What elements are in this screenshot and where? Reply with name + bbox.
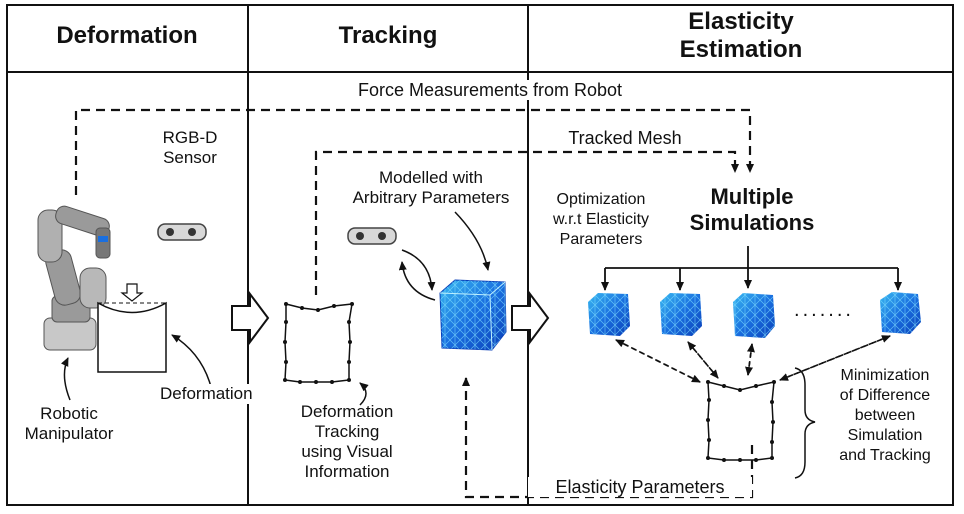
- target-mesh-vertices: [706, 380, 776, 462]
- rgbd-sensor-label: RGB-D Sensor: [150, 128, 230, 168]
- multiple-line1: Multiple: [710, 184, 794, 209]
- modelled-line1: Modelled with: [379, 168, 483, 187]
- header-deformation: Deformation: [56, 22, 198, 49]
- elasticity-parameters-label: Elasticity Parameters: [528, 477, 752, 497]
- modelled-line2: Arbitrary Parameters: [352, 188, 510, 207]
- minimization-line4: Simulation: [847, 427, 923, 444]
- cube-to-tracking-arrow: [398, 261, 436, 301]
- figure-frame: [6, 4, 954, 506]
- rgbd-line1: RGB-D: [162, 128, 218, 147]
- header-elasticity-line2: Estimation: [679, 36, 803, 63]
- simulation-fanout: [601, 246, 902, 291]
- tracked-mesh-outline: [284, 303, 353, 383]
- robotic-line1: Robotic: [40, 404, 98, 423]
- ellipsis-label: .......: [794, 299, 854, 321]
- optimization-line1: Optimization: [556, 191, 646, 208]
- tracking-line4: Information: [304, 462, 390, 481]
- rgbd-line2: Sensor: [163, 148, 217, 167]
- tracking-callout: [359, 382, 369, 406]
- minimization-label: Minimization of Difference between Simul…: [818, 366, 952, 466]
- multiple-simulations-label: Multiple Simulations: [672, 184, 832, 236]
- header-tracking: Tracking: [338, 22, 438, 49]
- target-mesh-outline: [707, 381, 775, 461]
- header-elasticity-estimation: Elasticity Estimation: [530, 8, 952, 64]
- tracking-line3: using Visual: [301, 442, 393, 461]
- elasticity-parameters-arrow: [462, 377, 754, 499]
- deformation-tracking-label: Deformation Tracking using Visual Inform…: [292, 402, 402, 482]
- sensor-to-cube-arrow: [401, 249, 436, 291]
- optimization-line3: Parameters: [559, 231, 643, 248]
- header-elasticity-line1: Elasticity: [688, 8, 794, 35]
- force-measurements-label: Force Measurements from Robot: [300, 80, 680, 100]
- flow-arrow-1: [231, 291, 270, 345]
- simulation-mesh-1: [588, 293, 630, 336]
- optimization-line2: w.r.t Elasticity: [552, 211, 650, 228]
- tracked-mesh-vertices: [283, 302, 354, 384]
- tracking-line2: Tracking: [314, 422, 380, 441]
- minimization-line5: and Tracking: [839, 447, 931, 464]
- optimization-label: Optimization w.r.t Elasticity Parameters: [536, 190, 666, 250]
- minimization-brace: [794, 367, 816, 479]
- tracked-mesh-arrow: [314, 150, 739, 295]
- modelled-callout: [454, 211, 491, 271]
- deformation-label: Deformation: [160, 384, 253, 404]
- simulation-mesh-n: [880, 292, 921, 334]
- minimization-line2: of Difference: [839, 387, 931, 404]
- robotic-manipulator-label: Robotic Manipulator: [14, 404, 124, 444]
- minimization-line3: between: [854, 407, 916, 424]
- force-measurement-arrow: [74, 108, 754, 195]
- simulation-mesh-3: [733, 293, 775, 338]
- flow-arrow-2: [511, 291, 550, 345]
- modelled-label: Modelled with Arbitrary Parameters: [335, 168, 527, 208]
- deformable-object: [97, 283, 167, 373]
- multiple-line2: Simulations: [689, 210, 815, 235]
- robot-callout: [60, 357, 71, 401]
- comparison-arrows: [615, 335, 891, 383]
- tracking-line1: Deformation: [300, 402, 394, 421]
- rgbd-sensor-image: [157, 223, 207, 241]
- tracked-mesh-label: Tracked Mesh: [540, 128, 710, 148]
- modelled-mesh-cube: [439, 279, 507, 351]
- rgbd-sensor-image-2: [347, 227, 397, 245]
- robot-manipulator-image: [37, 205, 111, 351]
- simulation-mesh-2: [660, 293, 702, 336]
- robotic-line2: Manipulator: [24, 424, 114, 443]
- minimization-line1: Minimization: [840, 367, 930, 384]
